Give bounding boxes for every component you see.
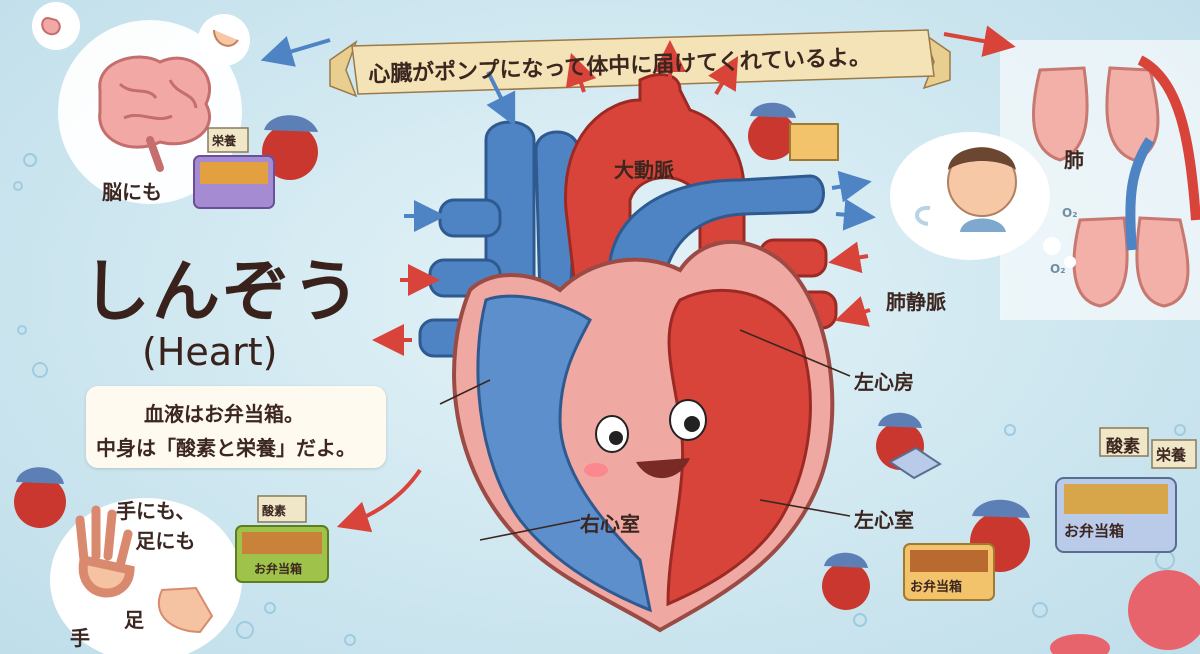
heart (418, 73, 838, 633)
label-brain: 脳にも (102, 180, 162, 204)
label-aorta: 大動脈 (614, 158, 674, 182)
breathing-boy-bubble (890, 132, 1076, 268)
bento-label-nutrition-small: 栄養 (212, 134, 237, 148)
note-line-1: 血液はお弁当箱。 (144, 402, 304, 426)
label-right-ventricle: 右心室 (580, 512, 640, 536)
page-title: しんぞう (82, 253, 363, 332)
o2-bubble-1: O₂ (1062, 206, 1078, 220)
label-lungs: 肺 (1064, 148, 1084, 172)
bento-label-nutrition: 栄養 (1156, 446, 1187, 464)
label-leader-lines (439, 329, 851, 541)
note-card (86, 386, 386, 468)
bento-label-oxygen-small: 酸素 (262, 504, 287, 518)
page-subtitle: (Heart) (142, 330, 278, 374)
label-hands-feet: 手にも、 足にも (116, 499, 196, 553)
label-pulmonary-vein: 肺静脈 (886, 290, 946, 314)
flow-arrows (260, 25, 1016, 533)
bento-boxes (193, 123, 1197, 601)
label-left-ventricle: 左心室 (854, 508, 914, 532)
label-foot: 足 (124, 608, 144, 632)
bento-label-box-1: お弁当箱 (254, 562, 303, 576)
bento-label-box-3: お弁当箱 (1064, 522, 1125, 540)
label-left-atrium: 左心房 (854, 370, 914, 394)
label-hand: 手 (70, 626, 90, 650)
bento-label-oxygen: 酸素 (1106, 437, 1140, 457)
bento-label-box-2: お弁当箱 (910, 580, 963, 595)
banner-ribbon (329, 29, 951, 98)
note-line-2: 中身は「酸素と栄養」だよ。 (96, 436, 356, 460)
o2-bubble-2: O₂ (1050, 262, 1066, 276)
hands-feet-bubble (50, 498, 242, 654)
